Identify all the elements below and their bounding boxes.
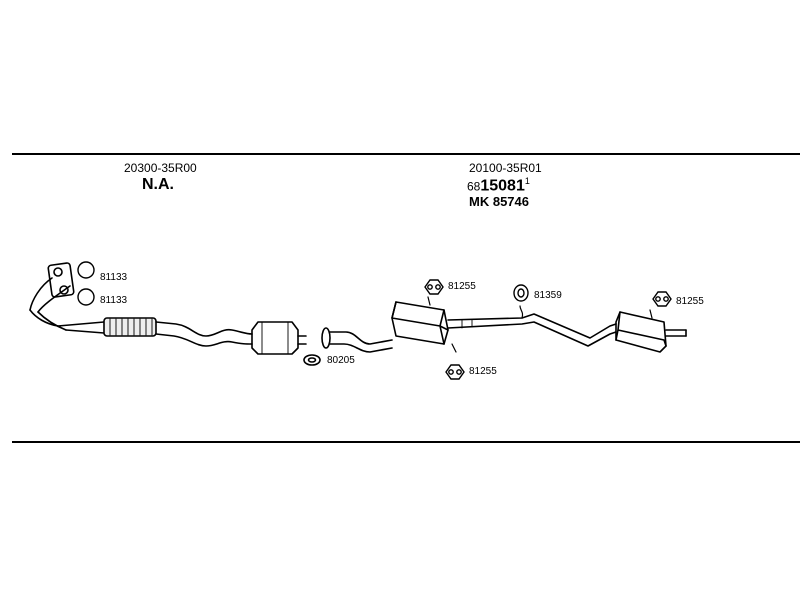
gasket-ring-lower-symbol <box>77 288 95 306</box>
rear-code-superscript: 1 <box>524 176 530 186</box>
front-intermediate-pipe <box>155 321 253 347</box>
rear-mk-number: 85746 <box>492 194 529 209</box>
front-downpipe <box>29 262 105 334</box>
callout-gasket-lower: 81133 <box>100 295 128 306</box>
hanger-ring-symbol <box>513 284 529 302</box>
front-status: N.A. <box>142 176 174 193</box>
flange-gasket-80205 <box>303 354 321 366</box>
rear-intermediate-pipe <box>447 305 617 347</box>
callout-flange-gasket: 80205 <box>327 355 355 366</box>
callout-hanger-ring: 81359 <box>534 290 562 301</box>
flex-pipe <box>103 317 157 337</box>
callout-gasket-upper: 81133 <box>100 272 128 283</box>
mount-lower-symbol <box>445 364 465 380</box>
gasket-ring-upper-symbol <box>77 261 95 279</box>
callout-mount-upper: 81255 <box>448 281 476 292</box>
bottom-divider <box>12 441 800 443</box>
rear-code-prefix: 68 <box>467 179 481 194</box>
mount-rear-symbol <box>652 291 672 307</box>
top-divider <box>12 153 800 155</box>
rear-code: 68150811 <box>467 177 530 194</box>
rear-part-number: 20100-35R01 <box>469 161 542 175</box>
center-muffler <box>391 296 457 353</box>
rear-mk-line: MK 85746 <box>469 195 529 208</box>
rear-inlet-flange <box>321 327 393 353</box>
callout-mount-rear: 81255 <box>676 296 704 307</box>
rear-mk-label: MK <box>469 194 490 209</box>
front-part-number: 20300-35R00 <box>124 161 197 175</box>
callout-mount-lower: 81255 <box>469 366 497 377</box>
front-catalyst <box>251 321 307 355</box>
rear-code-main: 15081 <box>480 177 525 195</box>
mount-upper-symbol <box>424 279 444 295</box>
rear-muffler <box>615 309 687 353</box>
